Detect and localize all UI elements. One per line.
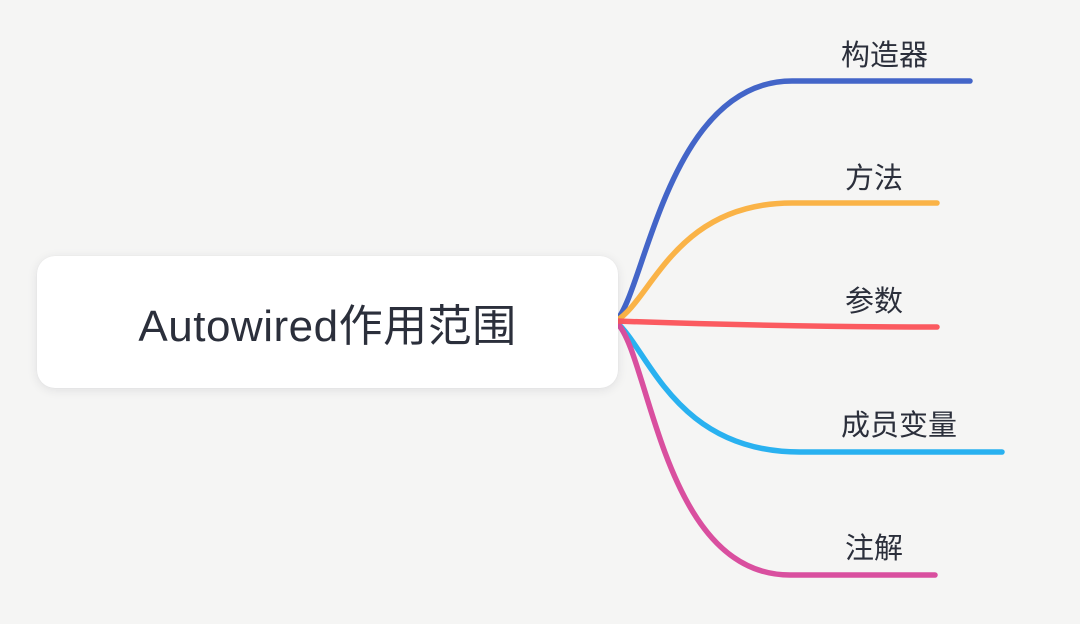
branch-topic-parameter[interactable]: 参数 (845, 286, 904, 318)
branch-line-constructor (613, 78, 973, 324)
branch-topic-method[interactable]: 方法 (845, 163, 904, 195)
central-topic-node[interactable]: Autowired作用范围 (37, 256, 618, 388)
branch-line-method (613, 200, 940, 324)
branch-line-parameter (613, 318, 940, 330)
branch-topic-member-variable[interactable]: 成员变量 (841, 410, 958, 442)
branch-line-annotation (613, 319, 938, 578)
branch-topic-constructor[interactable]: 构造器 (841, 40, 929, 72)
central-topic-label: Autowired作用范围 (138, 302, 517, 351)
branch-line-member-variable (613, 319, 1005, 455)
branch-topic-annotation[interactable]: 注解 (845, 533, 904, 565)
